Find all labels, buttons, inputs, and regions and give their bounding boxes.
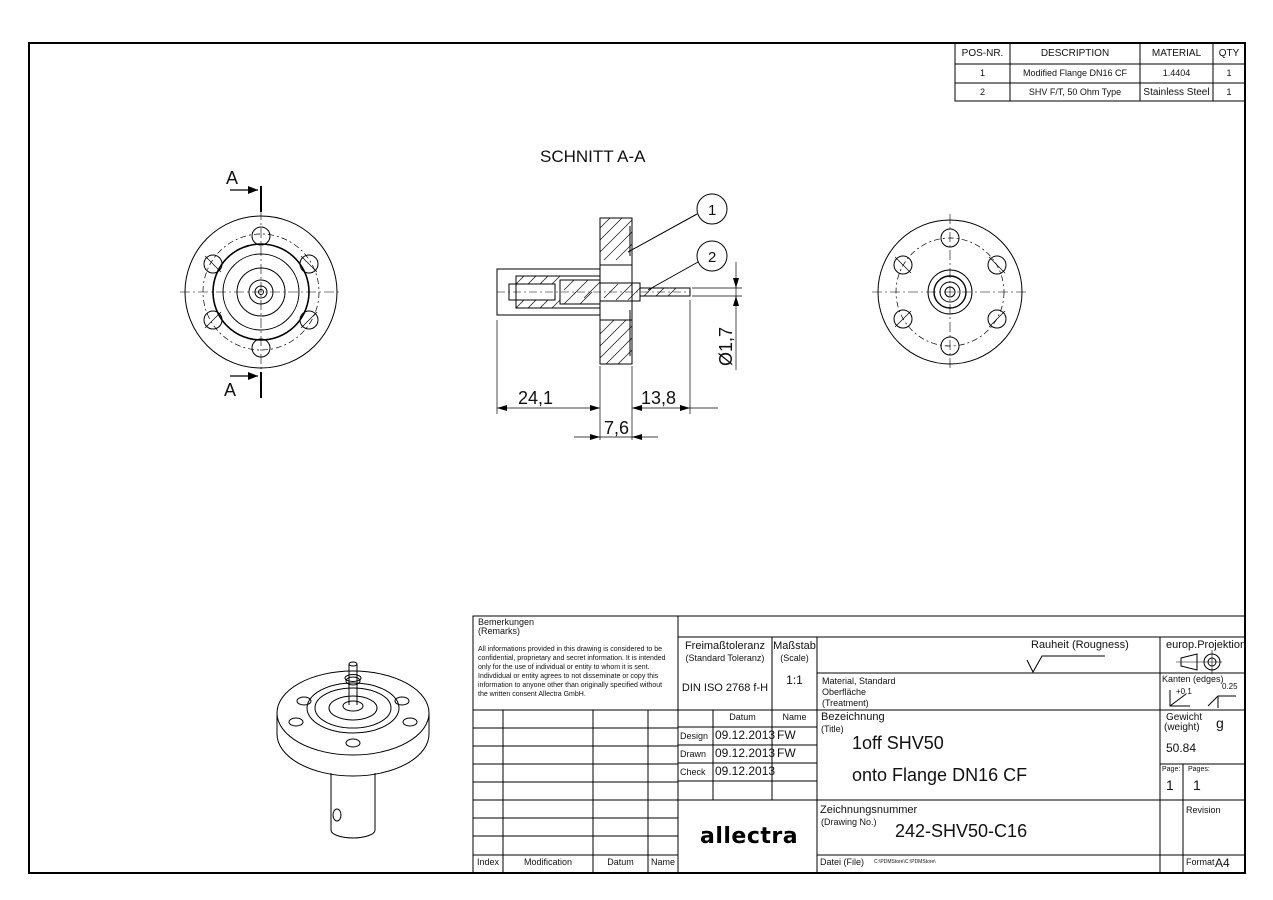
edge-symbols — [1169, 690, 1236, 708]
pages-value: 1 — [1193, 777, 1201, 793]
title-sublabel: (Title) — [821, 724, 844, 734]
weight-value: 50.84 — [1166, 741, 1197, 755]
projection-title: europ.Projektion — [1166, 639, 1247, 651]
file-path: C:\PDMStore\C:\PDMStore\ — [874, 859, 936, 865]
drawn-label: Drawn — [680, 749, 707, 759]
tolerance-value: DIN ISO 2768 f-H — [681, 682, 769, 694]
parts-row-1-qty: 1 — [1226, 68, 1232, 78]
balloon-1-label: 1 — [708, 202, 716, 219]
check-date: 09.12.2013 — [715, 764, 776, 778]
scale-subtitle: (Scale) — [780, 653, 809, 663]
sheet-border — [28, 42, 1246, 874]
material-label-2: Oberfläche — [822, 687, 867, 697]
dim-right-length: 13,8 — [641, 388, 676, 408]
design-label: Design — [680, 731, 709, 741]
edge-tolerance-1: +0.1 — [1176, 687, 1192, 696]
roughness-title: Rauheit (Rougness) — [1031, 639, 1129, 651]
scale-title: Maßstab — [773, 640, 816, 652]
material-label-3: (Treatment) — [822, 698, 869, 708]
remarks-title: Bemerkungen — [478, 617, 535, 627]
remarks-subtitle: (Remarks) — [478, 626, 520, 636]
section-view — [496, 193, 742, 440]
isometric-view — [276, 661, 430, 839]
modification-name-header: Name — [650, 857, 675, 867]
remarks-line-6: the written consent Allectra GmbH. — [478, 691, 586, 698]
dim-flange-width: 7,6 — [604, 418, 629, 438]
weight-unit: g — [1216, 715, 1224, 731]
remarks-line-2: confidential, proprietary and secret inf… — [478, 655, 666, 662]
parts-row-1-material: 1.4404 — [1162, 68, 1191, 78]
section-title: SCHNITT A-A — [540, 147, 646, 166]
revision-label: Revision — [1186, 805, 1221, 815]
drawing-number-label: Zeichnungsnummer — [820, 804, 918, 816]
drawing-number: 242-SHV50-C16 — [895, 821, 1028, 841]
material-label-1: Material, Standard — [822, 676, 896, 686]
remarks-line-3: only for the use of individual or entity… — [478, 664, 650, 671]
dim-left-length: 24,1 — [518, 388, 553, 408]
modification-header: Modification — [523, 857, 573, 867]
design-name: FW — [777, 728, 796, 742]
edge-tolerance-2: 0.25 — [1222, 682, 1238, 691]
page-label: Page: — [1162, 766, 1181, 773]
weight-sublabel: (weight) — [1164, 722, 1200, 733]
parts-row-2-qty: 1 — [1226, 87, 1232, 97]
drawing-title-line-1: 1off SHV50 — [852, 733, 944, 753]
index-header: Index — [476, 857, 500, 867]
remarks-line-4: Indivdidual or entity agrees to not diss… — [478, 673, 659, 680]
section-marker-top: A — [226, 168, 238, 188]
format-label: Format — [1186, 857, 1215, 867]
parts-header-pos: POS-NR. — [961, 48, 1004, 59]
balloon-2-label: 2 — [708, 249, 716, 266]
file-label: Datei (File) — [820, 857, 865, 867]
parts-header-qty: QTY — [1218, 48, 1240, 59]
parts-row-2-material: Stainless Steel — [1143, 87, 1210, 98]
front-view-left — [180, 186, 342, 398]
parts-row-2-pos: 2 — [979, 87, 985, 97]
title-block-grid — [472, 615, 1246, 874]
date-header: Datum — [729, 712, 756, 722]
remarks-line-1: All informations provided in this drawin… — [478, 646, 663, 653]
remarks-line-5: information to anyone other than origina… — [478, 682, 663, 689]
drawn-name: FW — [777, 746, 796, 760]
allectra-logo: allectra — [700, 824, 799, 849]
section-marker-bottom: A — [224, 380, 236, 400]
drawn-date: 09.12.2013 — [715, 746, 776, 760]
tolerance-title: Freimaßtoleranz — [684, 640, 766, 652]
name-header: Name — [782, 712, 807, 722]
check-label: Check — [680, 767, 706, 777]
format-value: A4 — [1215, 856, 1230, 870]
title-label: Bezeichnung — [821, 711, 885, 723]
roughness-symbol — [1026, 655, 1105, 674]
parts-row-1-pos: 1 — [979, 68, 985, 78]
parts-row-1-description: Modified Flange DN16 CF — [1022, 68, 1128, 78]
drawing-title-line-2: onto Flange DN16 CF — [852, 765, 1028, 785]
parts-row-2-description: SHV F/T, 50 Ohm Type — [1028, 87, 1122, 97]
modification-date-header: Datum — [607, 857, 634, 867]
parts-header-description: DESCRIPTION — [1040, 48, 1110, 59]
edges-label: Kanten (edges) — [1162, 674, 1224, 684]
drawing-number-sublabel: (Drawing No.) — [821, 817, 877, 827]
dimension-arrows — [497, 278, 739, 440]
weight-label: Gewicht — [1166, 712, 1203, 723]
projection-symbol — [1176, 650, 1222, 674]
parts-list-table — [954, 42, 1246, 102]
parts-header-material: MATERIAL — [1151, 48, 1202, 59]
dim-pin-diameter: Ø1,7 — [716, 327, 736, 366]
scale-value: 1:1 — [786, 673, 803, 687]
pages-label: Pages: — [1188, 766, 1210, 773]
front-view-right — [872, 214, 1028, 370]
tolerance-subtitle: (Standard Toleranz) — [685, 653, 765, 663]
page-value: 1 — [1166, 777, 1174, 793]
design-date: 09.12.2013 — [715, 728, 776, 742]
